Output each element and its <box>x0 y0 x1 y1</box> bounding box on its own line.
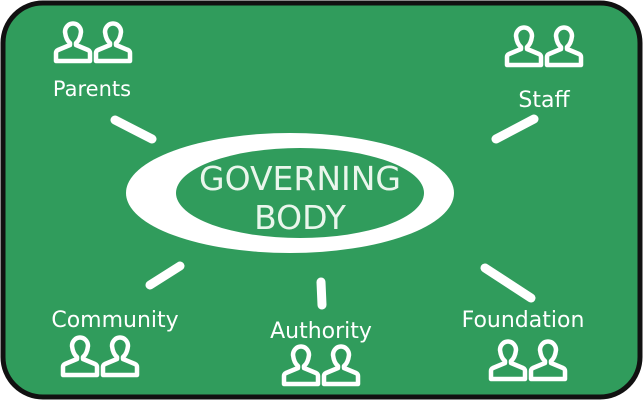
group-community: Community <box>51 308 179 375</box>
group-label-authority: Authority <box>270 319 372 344</box>
group-foundation: Foundation <box>462 308 585 379</box>
group-label-community: Community <box>51 308 178 333</box>
group-label-staff: Staff <box>518 88 570 113</box>
connector-community <box>145 261 185 290</box>
group-parents: Parents <box>53 24 131 101</box>
group-label-parents: Parents <box>53 77 131 101</box>
group-label-foundation: Foundation <box>462 308 585 333</box>
group-staff: Staff <box>507 28 581 113</box>
center-ellipse-inner <box>176 148 424 238</box>
connector-parents <box>110 115 157 144</box>
connector-authority <box>316 277 327 310</box>
group-authority: Authority <box>270 319 372 384</box>
connector-foundation <box>480 263 536 303</box>
connector-staff <box>491 114 539 144</box>
center-label-line2: BODY <box>254 198 347 237</box>
center-label-line1: GOVERNING <box>199 159 401 198</box>
